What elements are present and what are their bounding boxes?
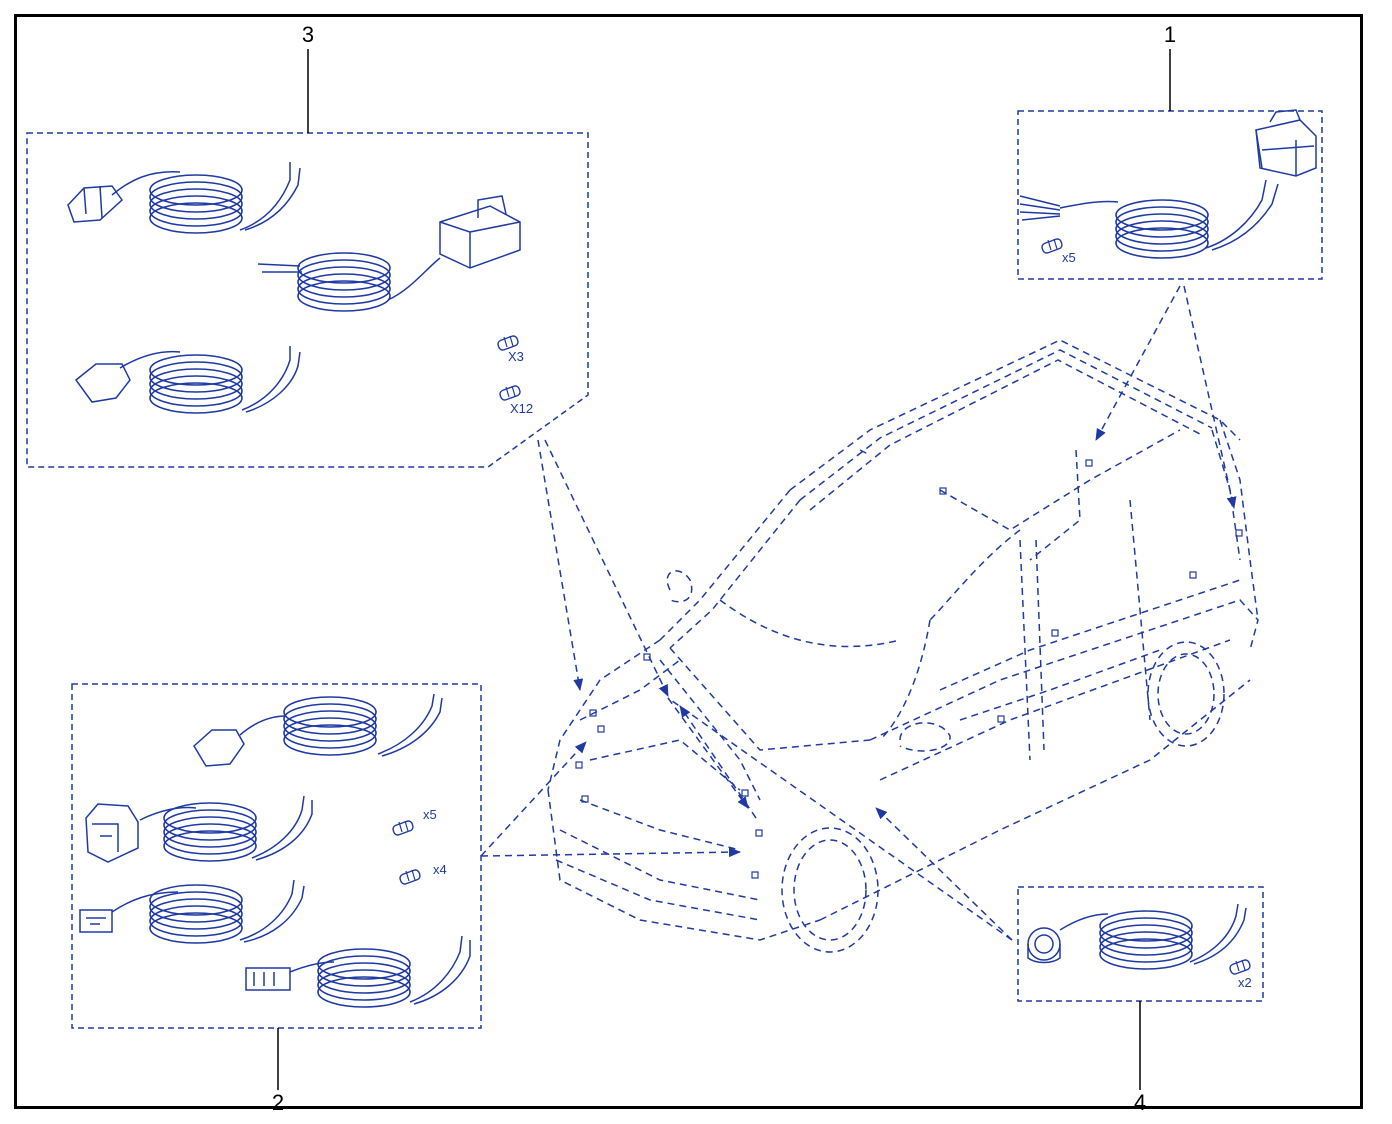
callout-4: 4	[1134, 1090, 1146, 1115]
kit-3-harness-b	[257, 195, 521, 312]
kit-2-harness-a	[193, 693, 443, 767]
kit-4-qty: x2	[1238, 975, 1252, 990]
kit-1-qty: x5	[1062, 250, 1076, 265]
vehicle-outline	[547, 339, 1259, 953]
kit-1-fuse	[1040, 237, 1064, 255]
kit-2-harness-c	[79, 879, 305, 944]
kit-3-harness-a	[67, 162, 301, 234]
kit-3-harness-c	[74, 346, 301, 414]
kit-1-harness	[1019, 109, 1317, 259]
kit-2-fuse-b	[398, 868, 422, 886]
kit-2-fuse-a	[391, 819, 415, 837]
kit-4-harness	[1027, 903, 1247, 970]
kit-2-qty-b: x4	[433, 862, 447, 877]
callout-1: 1	[1164, 22, 1176, 47]
callout-3: 3	[302, 22, 314, 47]
pointer-lines	[480, 285, 1237, 941]
vehicle-connectors	[575, 459, 1243, 879]
kit-4-fuse	[1228, 958, 1252, 976]
kit-3-fuse-b	[498, 384, 522, 402]
callout-2: 2	[272, 1090, 284, 1115]
diagram-frame	[14, 14, 1363, 1109]
kit-3-qty-a: X3	[508, 349, 524, 364]
kit-2-harness-d	[245, 935, 471, 1008]
kit-2-harness-b	[85, 795, 313, 863]
kit-3-box	[26, 132, 589, 468]
kit-3-qty-b: X12	[510, 401, 533, 416]
kit-2-qty-a: x5	[423, 807, 437, 822]
